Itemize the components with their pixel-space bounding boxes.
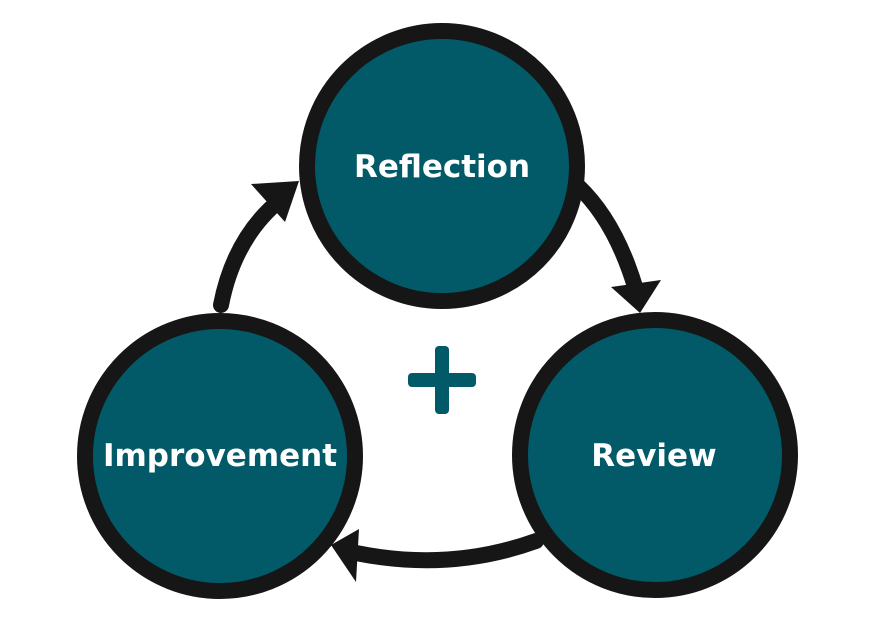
arrow-reflection-to-review xyxy=(570,178,661,313)
node-improvement-label: Improvement xyxy=(103,438,337,474)
node-improvement-circle xyxy=(77,313,363,599)
node-reflection-label: Reflection xyxy=(354,149,530,185)
node-review-circle xyxy=(512,312,798,598)
plus-icon xyxy=(408,346,476,414)
node-reflection: Reflection xyxy=(299,23,585,309)
node-improvement: Improvement xyxy=(77,313,363,599)
arrow-review-to-improvement xyxy=(331,529,544,582)
arrow-improvement-to-reflection xyxy=(213,181,299,313)
node-reflection-circle xyxy=(299,23,585,309)
node-review: Review xyxy=(512,312,798,598)
node-review-label: Review xyxy=(591,438,716,474)
